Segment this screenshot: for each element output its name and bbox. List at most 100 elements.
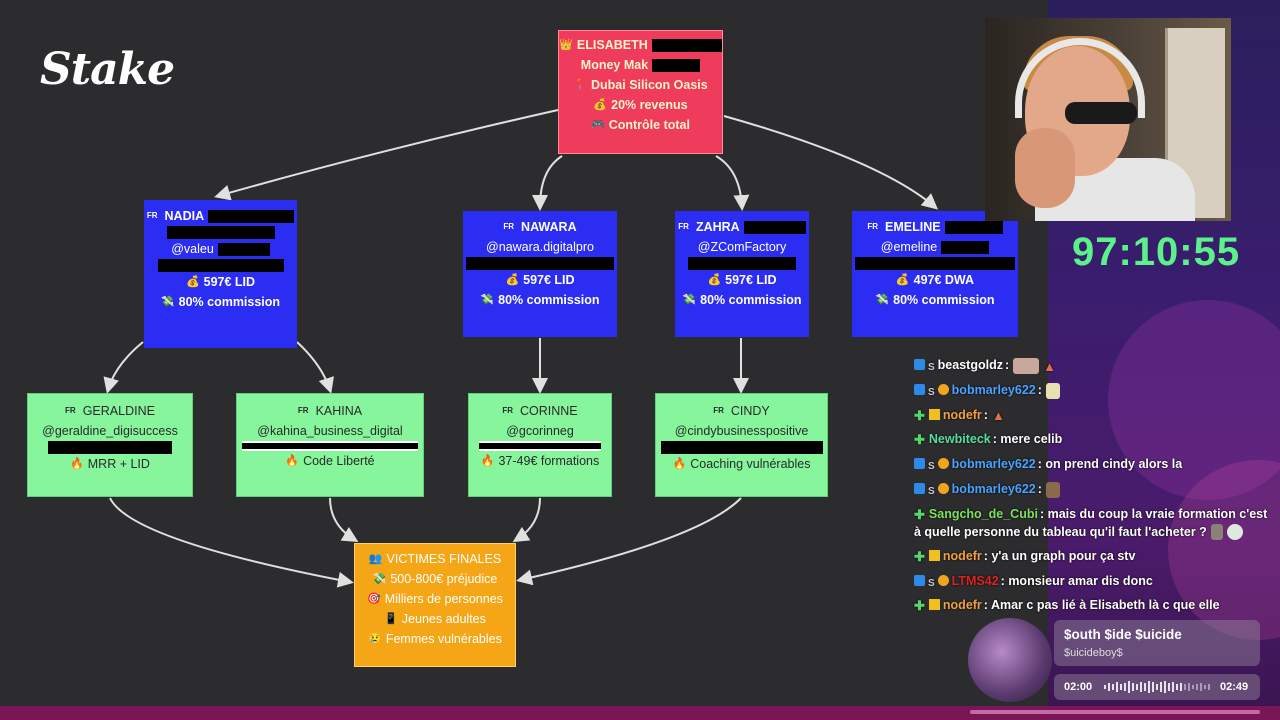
chat-message: ✚nodefr: y'a un graph pour ça stv (914, 548, 1136, 564)
coin-badge-icon (937, 574, 949, 586)
coin-badge-icon (937, 458, 949, 470)
warning-emote-icon: ▲ (1043, 358, 1057, 374)
fire-icon: 🔥 (672, 458, 687, 470)
node-name: NAWARA (521, 220, 577, 234)
edge-elisabeth-nawara (532, 155, 563, 211)
flag-label: FR (502, 406, 513, 415)
money-wings-icon: 💸 (875, 294, 890, 306)
redaction-bar (743, 220, 806, 234)
money-bag-icon: 💰 (895, 274, 910, 286)
sub-badge-icon: S (928, 362, 935, 373)
flag-label: FR (678, 222, 689, 231)
warning-emote-icon: ▲ (991, 408, 1005, 424)
money-wings-icon: 💸 (160, 296, 175, 308)
node-name: EMELINE (885, 220, 941, 234)
money-wings-icon: 💸 (372, 573, 387, 585)
webcam-feed (985, 18, 1231, 221)
node-note: 37-49€ formations (498, 454, 600, 468)
chat-username: Newbiteck (928, 432, 991, 447)
sad-face-icon: 😢 (368, 633, 382, 645)
node-commission: 80% commission (178, 295, 281, 309)
edge-geraldine-victims (109, 497, 354, 588)
crown-badge-icon (928, 549, 940, 561)
progress-track (970, 710, 1260, 714)
node-handle: @nawara.digitalpro (486, 240, 594, 254)
coin-badge-icon (937, 482, 949, 494)
node-handle: @ZComFactory (697, 240, 787, 254)
node-line: Money Mak (580, 58, 649, 72)
flag-label: FR (713, 406, 724, 415)
sub-badge-icon: S (928, 577, 935, 589)
chat-username: beastgoldz (937, 358, 1003, 372)
node-price: 497€ DWA (913, 273, 975, 287)
edge-nadia-geraldine (103, 341, 144, 394)
node-name: VICTIMES FINALES (386, 552, 502, 566)
node-name: ZAHRA (695, 220, 740, 234)
chat-message: ✚Newbiteck: mere celib (914, 432, 1063, 448)
badge-icon (914, 359, 925, 370)
node-line: Contrôle total (608, 118, 690, 132)
money-wings-icon: 💸 (480, 294, 495, 306)
chat-username: nodefr (942, 548, 982, 563)
badge-icon (914, 458, 925, 470)
plus-badge-icon: ✚ (914, 506, 925, 522)
redaction-bar (660, 441, 823, 454)
node-handle: @cindybusinesspositive (674, 424, 809, 438)
money-bag-icon: 💰 (505, 274, 520, 286)
redaction-bar (941, 240, 990, 254)
node-note: MRR + LID (87, 457, 150, 471)
chat-username: bobmarley622 (951, 457, 1036, 472)
chat-username: bobmarley622 (951, 481, 1036, 496)
redaction-bar (217, 242, 270, 256)
node-note: Coaching vulnérables (690, 457, 811, 471)
node-note: Code Liberté (303, 454, 375, 468)
redaction-bar (48, 441, 172, 454)
chat-text: Amar c pas lié à Elisabeth là c que elle (990, 598, 1220, 613)
node-elisabeth: 👑ELISABETH Money Mak 📍Dubai Silicon Oasi… (558, 30, 723, 154)
people-icon: 👥 (368, 553, 383, 565)
emote-icon (1045, 382, 1060, 399)
album-art (968, 618, 1052, 702)
redaction-bar (157, 259, 284, 272)
redaction-bar (208, 209, 295, 223)
target-icon: 🎯 (367, 593, 381, 605)
badge-icon (914, 482, 925, 494)
fire-icon: 🔥 (285, 455, 300, 467)
redaction-bar (466, 257, 614, 270)
crown-badge-icon (928, 408, 940, 420)
flag-label: FR (65, 406, 76, 415)
chat-message: ✚nodefr:▲ (914, 407, 1005, 424)
elapsed-time: 02:00 (1064, 681, 1093, 693)
node-name: NADIA (164, 209, 205, 223)
duration-time: 02:49 (1220, 681, 1249, 693)
flag-label: FR (146, 211, 158, 220)
redaction-bar (242, 441, 418, 451)
redaction-bar (688, 257, 796, 270)
coin-badge-icon (937, 383, 949, 395)
node-name: ELISABETH (576, 38, 648, 52)
emote-icon (1226, 524, 1243, 541)
redaction-bar (652, 58, 701, 72)
stake-logo: Stake (40, 44, 175, 95)
node-line: Dubai Silicon Oasis (591, 78, 708, 92)
now-playing-widget: $outh $ide $uicide $uicideboy$ 02:00 02:… (968, 618, 1262, 702)
chat-username: LTMS42 (951, 573, 999, 588)
emote-icon (1045, 481, 1060, 498)
node-line: Milliers de personnes (384, 592, 503, 606)
gamepad-icon: 🎮 (591, 119, 605, 131)
bottom-progress-bar (0, 706, 1280, 720)
chat-username: Sangcho_de_Cubi (928, 506, 1038, 521)
money-bag-icon: 💰 (185, 276, 200, 288)
badge-icon (914, 383, 925, 395)
emote-icon (1210, 524, 1223, 541)
plus-badge-icon: ✚ (914, 432, 925, 448)
edge-elisabeth-emeline (723, 115, 939, 210)
chat-username: nodefr (942, 598, 982, 613)
